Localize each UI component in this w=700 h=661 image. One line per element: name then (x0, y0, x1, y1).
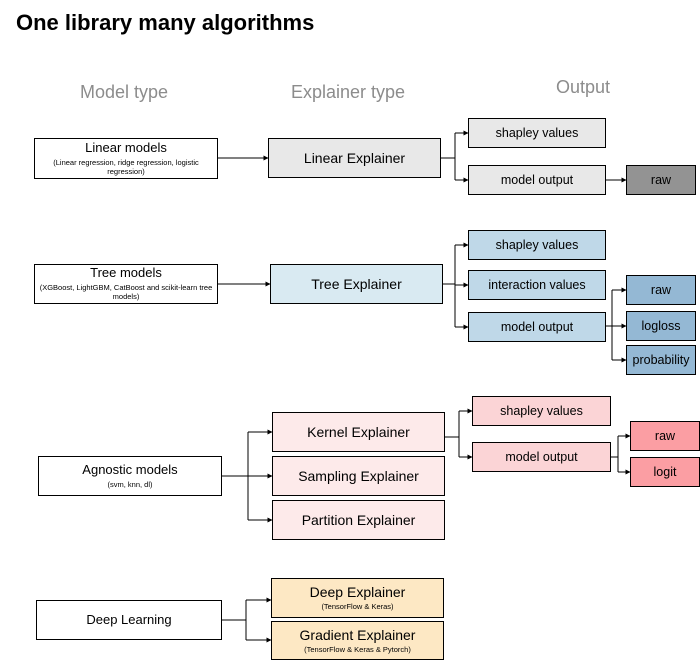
tree-interaction-label: interaction values (488, 277, 586, 292)
edge-agnostic-explainer-branch (445, 411, 460, 457)
agnostic-logit-label: logit (653, 464, 677, 479)
linear-raw-box: raw (626, 165, 696, 195)
linear-models-label: Linear models (85, 139, 167, 155)
linear-shapley-box: shapley values (468, 118, 606, 148)
linear-output-box: model output (468, 165, 606, 195)
edge-agnostic-final-branch (611, 436, 619, 472)
edge-linear-explainer-branch (441, 133, 456, 180)
gradient-explainer-sub: (TensorFlow & Keras & Pytorch) (304, 644, 411, 654)
tree-explainer-label: Tree Explainer (311, 275, 402, 292)
agnostic-output-box: model output (472, 442, 611, 472)
page-title: One library many algorithms (16, 10, 315, 35)
agnostic-models-label: Agnostic models (82, 461, 178, 477)
deep-explainer-box: Deep Explainer (TensorFlow & Keras) (271, 578, 444, 618)
linear-models-box: Linear models (Linear regression, ridge … (34, 138, 218, 179)
agnostic-shapley-label: shapley values (500, 403, 583, 418)
agnostic-models-sub: (svm, knn, dl) (107, 479, 153, 489)
tree-raw-label: raw (650, 282, 672, 297)
linear-raw-label: raw (650, 172, 672, 187)
tree-explainer-box: Tree Explainer (270, 264, 443, 304)
tree-shapley-label: shapley values (495, 237, 579, 252)
header-model-type: Model type (80, 82, 169, 102)
tree-models-label: Tree models (90, 265, 162, 281)
linear-output-label: model output (500, 172, 574, 187)
kernel-explainer-box: Kernel Explainer (272, 412, 445, 452)
tree-models-sub: (XGBoost, LightGBM, CatBoost and scikit-… (39, 283, 213, 302)
linear-shapley-label: shapley values (495, 125, 579, 140)
edge-tree-explainer-branch (443, 245, 456, 327)
agnostic-shapley-box: shapley values (472, 396, 611, 426)
tree-logloss-box: logloss (626, 311, 696, 341)
gradient-explainer-box: Gradient Explainer (TensorFlow & Keras &… (271, 621, 444, 660)
partition-explainer-label: Partition Explainer (301, 511, 416, 528)
tree-output-label: model output (500, 319, 574, 334)
tree-probability-label: probability (632, 352, 690, 367)
header-output: Output (556, 77, 611, 97)
linear-models-sub: (Linear regression, ridge regression, lo… (53, 157, 199, 176)
sampling-explainer-box: Sampling Explainer (272, 456, 445, 496)
deep-learning-box: Deep Learning (36, 600, 222, 640)
linear-explainer-label: Linear Explainer (303, 149, 406, 166)
agnostic-output-label: model output (505, 449, 578, 464)
tree-shapley-box: shapley values (468, 230, 606, 260)
tree-models-box: Tree models (XGBoost, LightGBM, CatBoost… (34, 264, 218, 304)
partition-explainer-box: Partition Explainer (272, 500, 445, 540)
edge-agnostic-model-branch (222, 432, 249, 520)
tree-output-box: model output (468, 312, 606, 342)
gradient-explainer-label: Gradient Explainer (299, 626, 416, 643)
deep-learning-label: Deep Learning (86, 611, 172, 627)
tree-raw-box: raw (626, 275, 696, 305)
agnostic-raw-label: raw (654, 428, 676, 443)
tree-interaction-box: interaction values (468, 270, 606, 300)
sampling-explainer-label: Sampling Explainer (298, 467, 419, 484)
edge-deep-model-branch (222, 600, 247, 640)
header-explainer-type: Explainer type (291, 82, 406, 102)
deep-explainer-label: Deep Explainer (309, 584, 406, 601)
kernel-explainer-label: Kernel Explainer (307, 423, 410, 440)
tree-probability-box: probability (626, 345, 696, 375)
agnostic-models-box: Agnostic models (svm, knn, dl) (38, 456, 222, 496)
agnostic-logit-box: logit (630, 457, 700, 487)
deep-explainer-sub: (TensorFlow & Keras) (321, 602, 394, 612)
agnostic-raw-box: raw (630, 421, 700, 451)
linear-explainer-box: Linear Explainer (268, 138, 441, 178)
tree-logloss-label: logloss (641, 318, 681, 333)
